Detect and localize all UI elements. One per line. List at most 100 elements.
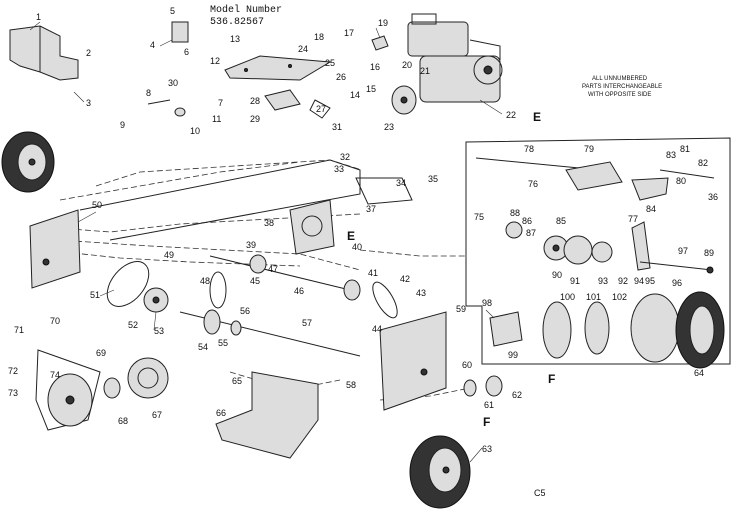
bottom-pan [215,371,319,459]
callout-group: 1 2 3 4 5 6 7 8 9 10 11 12 13 14 15 16 1… [8,6,718,454]
pulley-68 [103,377,121,399]
callout: 56 [240,306,250,316]
callout: 30 [168,78,178,88]
callout: 4 [150,40,155,50]
wheel-disc-67 [127,357,169,399]
callout: 91 [570,276,580,286]
note-line-1: ALL UNNUMBERED [592,76,648,82]
callout: 57 [302,318,312,328]
callout: 52 [128,320,138,330]
callout: 20 [402,60,412,70]
callout: 46 [294,286,304,296]
callout: 1 [36,12,41,22]
wheel-disc-inner [137,367,159,389]
callout: 79 [584,144,594,154]
drive-chain [209,271,227,309]
engine-mount-plate [224,55,332,81]
wheel-rim-101 [584,301,610,355]
callout: 67 [152,410,162,420]
bolt-hole [244,68,248,72]
callout: 5 [170,6,175,16]
callout: 98 [482,298,492,308]
guide-line [229,371,341,391]
guide-line [59,161,301,201]
callout: 89 [704,248,714,258]
guide-line [57,213,361,233]
callout: 26 [336,72,346,82]
callout: 86 [522,216,532,226]
callout: 68 [118,416,128,426]
callout: 43 [416,288,426,298]
engine-muffler [469,39,501,60]
callout: 88 [510,208,520,218]
section-letter-e-top: E [533,110,541,124]
leader-line [375,27,381,39]
callout: 40 [352,242,362,252]
leader-line [99,289,115,297]
engine-hub [483,65,493,75]
callout: 59 [456,304,466,314]
callout: 81 [680,144,690,154]
drive-chain [372,281,398,319]
gear-housing [289,199,335,255]
callout: 94 [634,276,644,286]
callout: 49 [164,250,174,260]
callout: 50 [92,200,102,210]
gear-wheel [301,215,323,237]
callout: 54 [198,342,208,352]
note-line-2: PARTS INTERCHANGEABLE [582,84,662,90]
callout: 80 [676,176,686,186]
bolt-hole [288,64,292,68]
inset-detail-box [465,137,731,365]
callout: 32 [340,152,350,162]
leader-line [29,21,41,31]
clip-part [371,35,389,51]
section-letter-e-mid: E [347,229,355,243]
callout: 2 [86,48,91,58]
engine-block [407,21,469,57]
callout: 8 [146,88,151,98]
hub-61 [485,375,503,397]
callout: 95 [645,276,655,286]
callout: 61 [484,400,494,410]
engine-flywheel [473,55,503,85]
callout: 77 [628,214,638,224]
callout: 69 [96,348,106,358]
right-side-frame [379,311,447,411]
callout: 100 [560,292,575,302]
callout: 72 [8,366,18,376]
leader-line [153,311,157,331]
drive-chain [106,261,150,307]
callout: 45 [250,276,260,286]
callout: 42 [400,274,410,284]
gear-86 [505,221,523,239]
callout: 101 [586,292,601,302]
callout: 97 [678,246,688,256]
callout: 39 [246,240,256,250]
bearing-55 [230,320,242,336]
left-side-frame [29,209,81,289]
shift-bracket [355,177,413,205]
callout: 93 [598,276,608,286]
guide-line [379,387,471,401]
callout: 48 [200,276,210,286]
callout: 82 [698,158,708,168]
callout: 7 [218,98,223,108]
tire-64-inner [689,305,715,355]
callout: 23 [384,122,394,132]
callout: 44 [372,324,382,334]
callout: 33 [334,164,344,174]
callout: 21 [420,66,430,76]
hub-bracket-99 [489,311,523,347]
callout: 35 [428,174,438,184]
pulley-hub [400,96,408,104]
callout: 15 [366,84,376,94]
callout: 55 [218,338,228,348]
callout: 12 [210,56,220,66]
leader-line [469,447,483,463]
leader-line [159,39,173,47]
callout: 27 [316,104,326,114]
rear-tire-hub [442,466,450,474]
